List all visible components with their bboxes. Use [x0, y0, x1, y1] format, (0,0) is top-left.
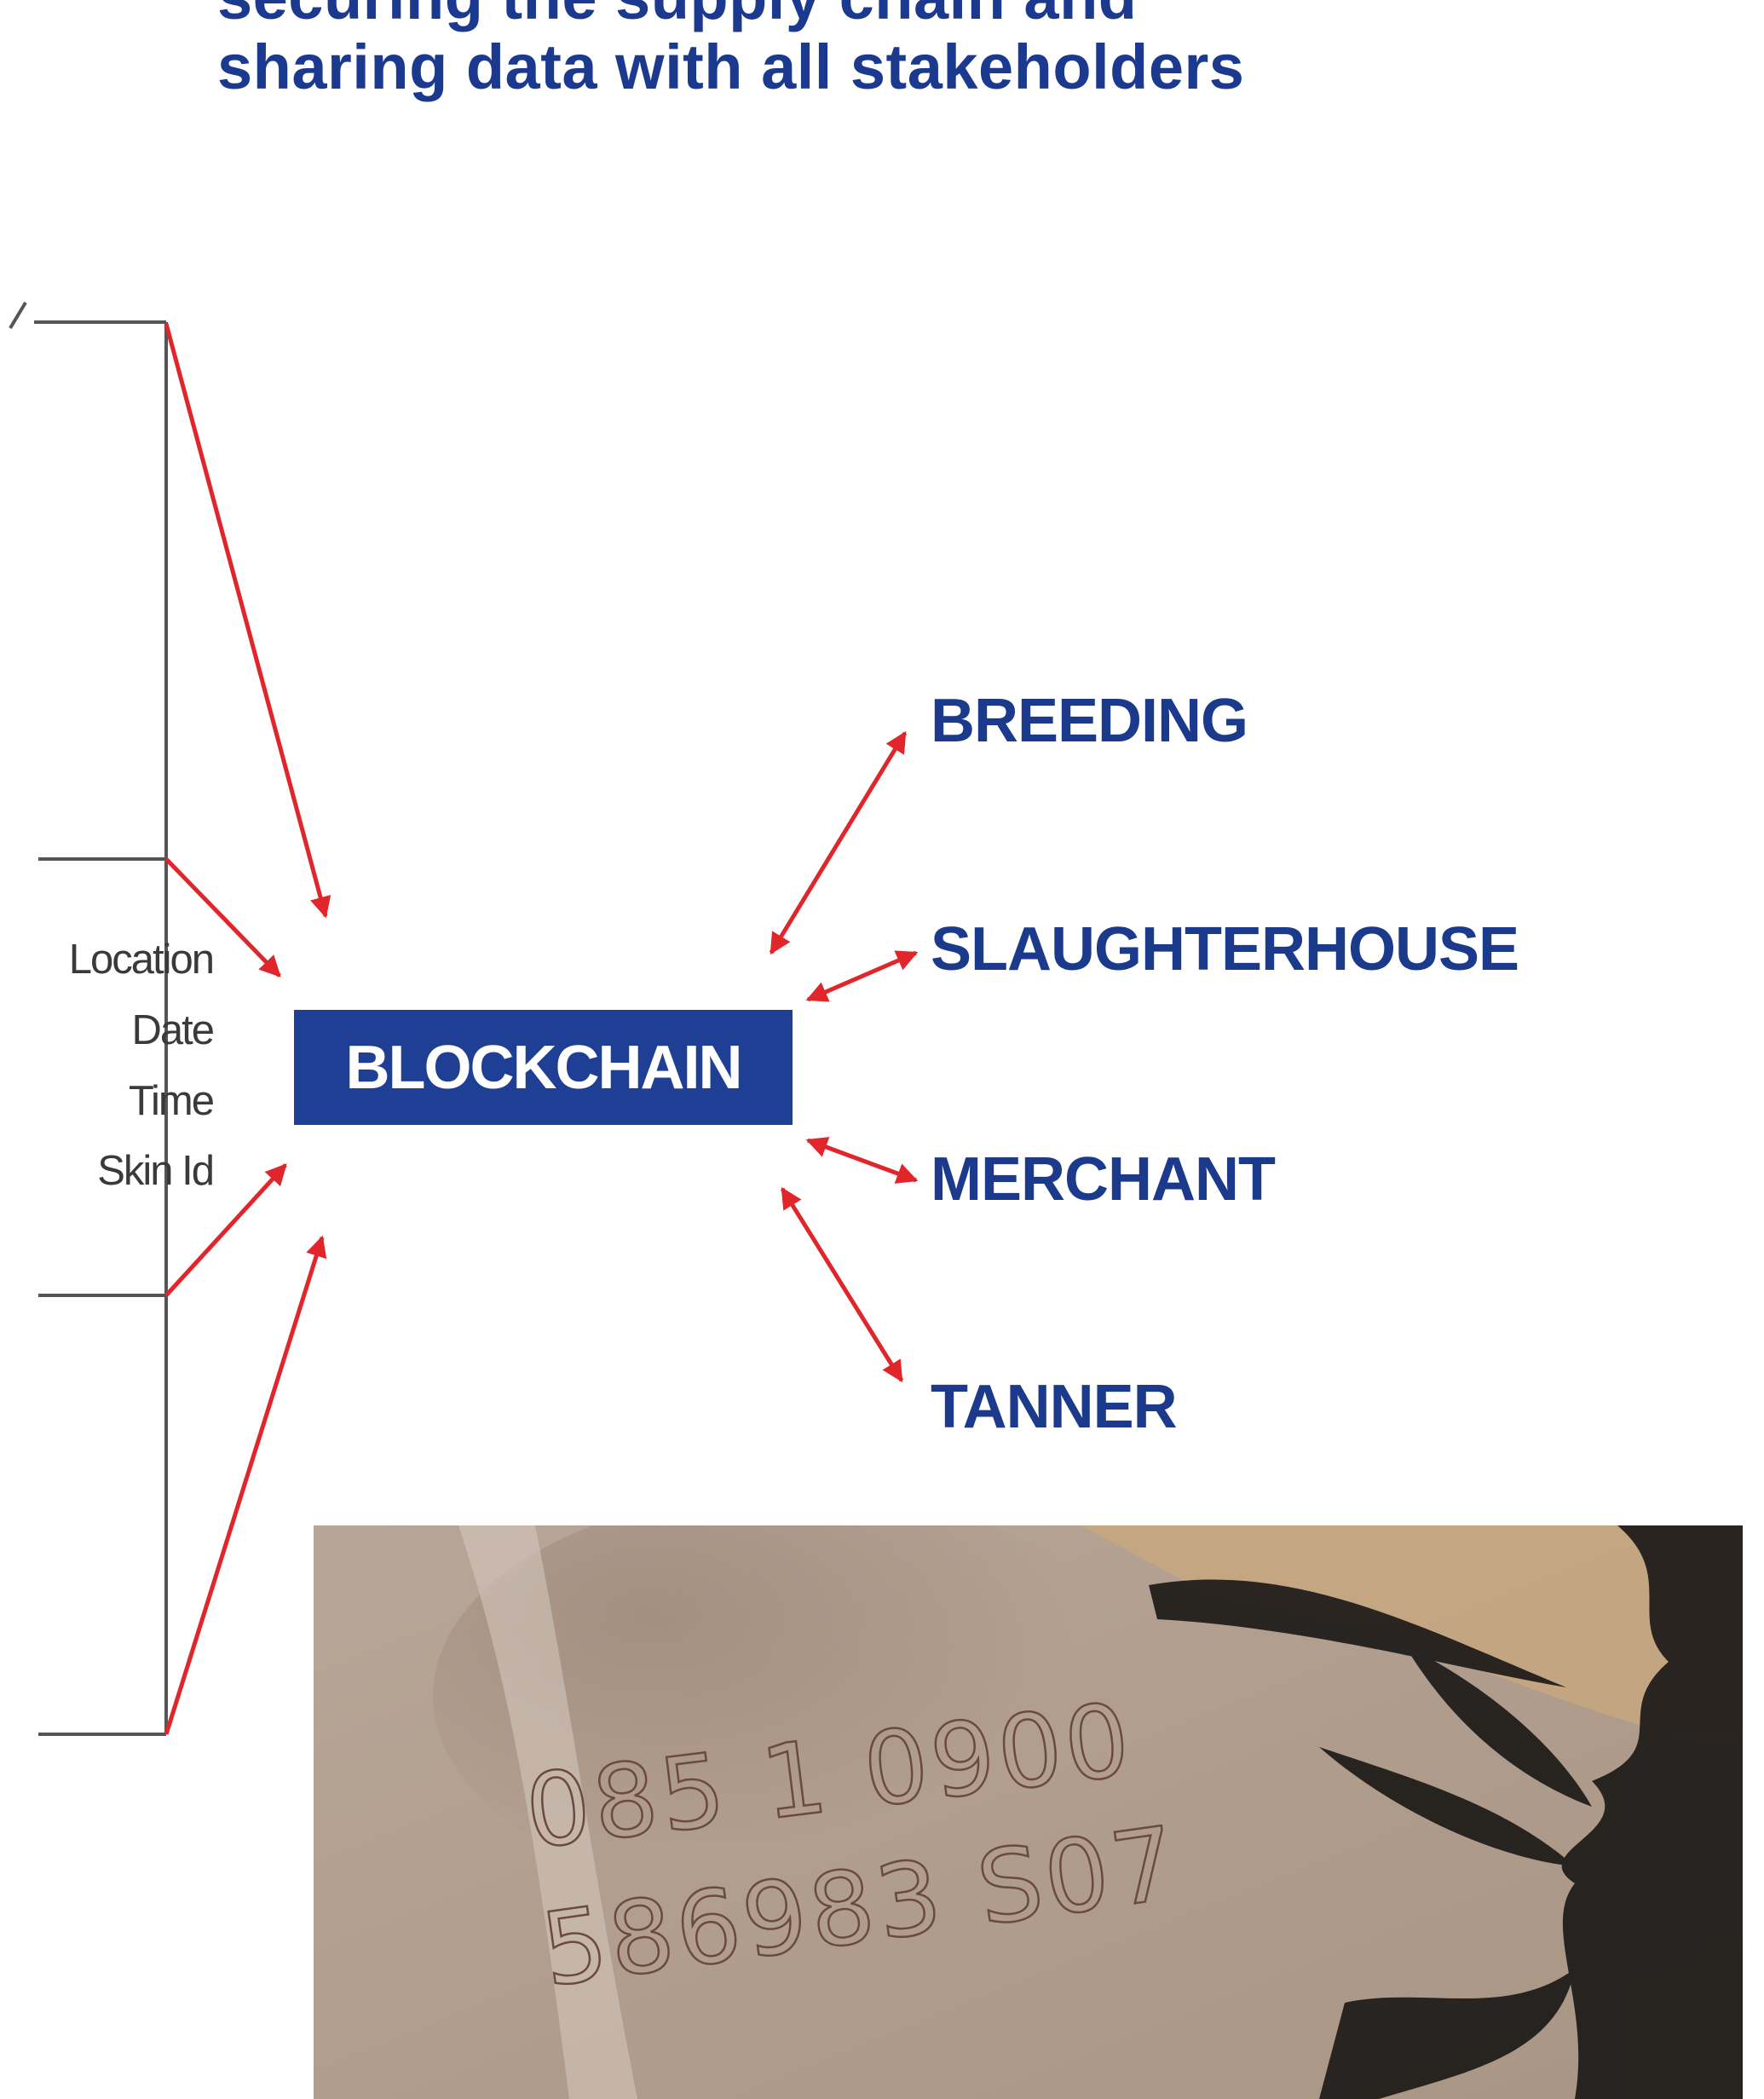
hide-photo-art: 085 1 0900 586983 S07: [314, 1525, 1743, 2099]
arrow-merchant: [808, 1140, 916, 1180]
stakeholder-merchant: MERCHANT: [931, 1149, 1275, 1210]
blockchain-box: BLOCKCHAIN: [294, 1010, 793, 1125]
blockchain-label: BLOCKCHAIN: [346, 1033, 741, 1103]
stakeholder-slaughterhouse: SLAUGHTERHOUSE: [931, 919, 1519, 980]
arrow-slaughterhouse: [808, 953, 916, 1000]
stakeholder-tanner: TANNER: [931, 1376, 1177, 1438]
field-skin-id: Skin Id: [97, 1150, 213, 1192]
stakeholder-breeding: BREEDING: [931, 690, 1248, 752]
arrow-bottom-in: [166, 1237, 322, 1734]
arrow-tanner: [782, 1189, 902, 1381]
field-location: Location: [69, 939, 213, 981]
arrow-breeding: [771, 733, 905, 953]
field-time: Time: [129, 1081, 213, 1122]
field-date: Date: [131, 1010, 213, 1052]
hide-photo: 085 1 0900 586983 S07: [314, 1525, 1743, 2099]
arrow-top-in: [166, 324, 326, 916]
stakeholder-arrows: [771, 733, 916, 1381]
